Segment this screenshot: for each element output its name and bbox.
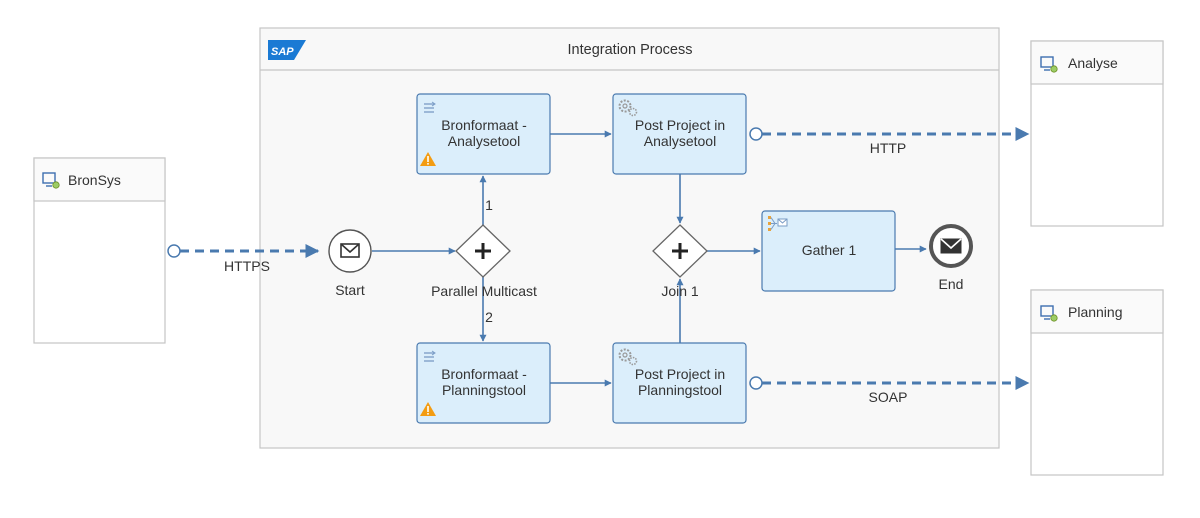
- step-label-line2: Analysetool: [448, 133, 520, 149]
- branch-label-2: 2: [485, 309, 493, 325]
- warning-icon: [420, 152, 436, 166]
- gateway-parallel-multicast[interactable]: Parallel Multicast 1 2: [431, 197, 537, 325]
- channel-label-http: HTTP: [870, 140, 907, 156]
- channel-label-https: HTTPS: [224, 258, 270, 274]
- sequence-flows: [372, 130, 927, 387]
- pool-title: Integration Process: [568, 42, 693, 58]
- step-label-line1: Post Project in: [635, 117, 725, 133]
- step-post-project-planningstool[interactable]: Post Project in Planningstool: [612, 342, 747, 424]
- branch-label-1: 1: [485, 197, 493, 213]
- sap-logo: SAP: [268, 40, 306, 60]
- message-flow-http[interactable]: HTTP: [749, 127, 1030, 156]
- message-flow-https[interactable]: HTTPS: [167, 244, 320, 274]
- participant-label: Planning: [1068, 304, 1123, 320]
- channel-label-soap: SOAP: [869, 389, 908, 405]
- envelope-icon: [340, 243, 360, 258]
- step-label-line1: Post Project in: [635, 366, 725, 382]
- step-label-line1: Gather 1: [802, 242, 857, 258]
- step-label-line1: Bronformaat -: [441, 366, 527, 382]
- message-flow-soap[interactable]: SOAP: [749, 376, 1030, 405]
- participant-bronsys[interactable]: BronSys: [33, 157, 166, 344]
- participant-planning[interactable]: Planning: [1030, 289, 1164, 476]
- start-event[interactable]: Start: [328, 229, 372, 298]
- mapping-icon: [424, 350, 436, 362]
- envelope-icon: [940, 238, 962, 254]
- gear-icon: [618, 348, 638, 366]
- step-gather[interactable]: Gather 1: [761, 210, 896, 292]
- step-label-line1: Bronformaat -: [441, 117, 527, 133]
- mapping-icon: [424, 101, 436, 113]
- end-event[interactable]: End: [929, 224, 973, 292]
- step-label-line2: Analysetool: [644, 133, 716, 149]
- plus-icon: [475, 243, 491, 259]
- warning-icon: [420, 402, 436, 416]
- participant-label: Analyse: [1068, 55, 1118, 71]
- step-label-line2: Planningstool: [442, 382, 526, 398]
- gateway-label: Parallel Multicast: [431, 283, 537, 299]
- gather-icon: [768, 216, 788, 231]
- participant-analyse[interactable]: Analyse: [1030, 40, 1164, 227]
- gear-icon: [618, 99, 638, 117]
- participant-system-icon: [42, 172, 60, 189]
- participant-label: BronSys: [68, 172, 121, 188]
- step-label-line2: Planningstool: [638, 382, 722, 398]
- sap-logo-text: SAP: [271, 46, 294, 58]
- step-bronformaat-planningstool[interactable]: Bronformaat - Planningstool: [416, 342, 551, 424]
- end-event-label: End: [939, 276, 964, 292]
- step-bronformaat-analysetool[interactable]: Bronformaat - Analysetool: [416, 93, 551, 175]
- plus-icon: [672, 243, 688, 259]
- participant-system-icon: [1040, 305, 1058, 322]
- start-event-label: Start: [335, 282, 365, 298]
- gateway-join[interactable]: Join 1: [652, 224, 708, 299]
- participant-system-icon: [1040, 56, 1058, 73]
- step-post-project-analysetool[interactable]: Post Project in Analysetool: [612, 93, 747, 175]
- gateway-label: Join 1: [661, 283, 699, 299]
